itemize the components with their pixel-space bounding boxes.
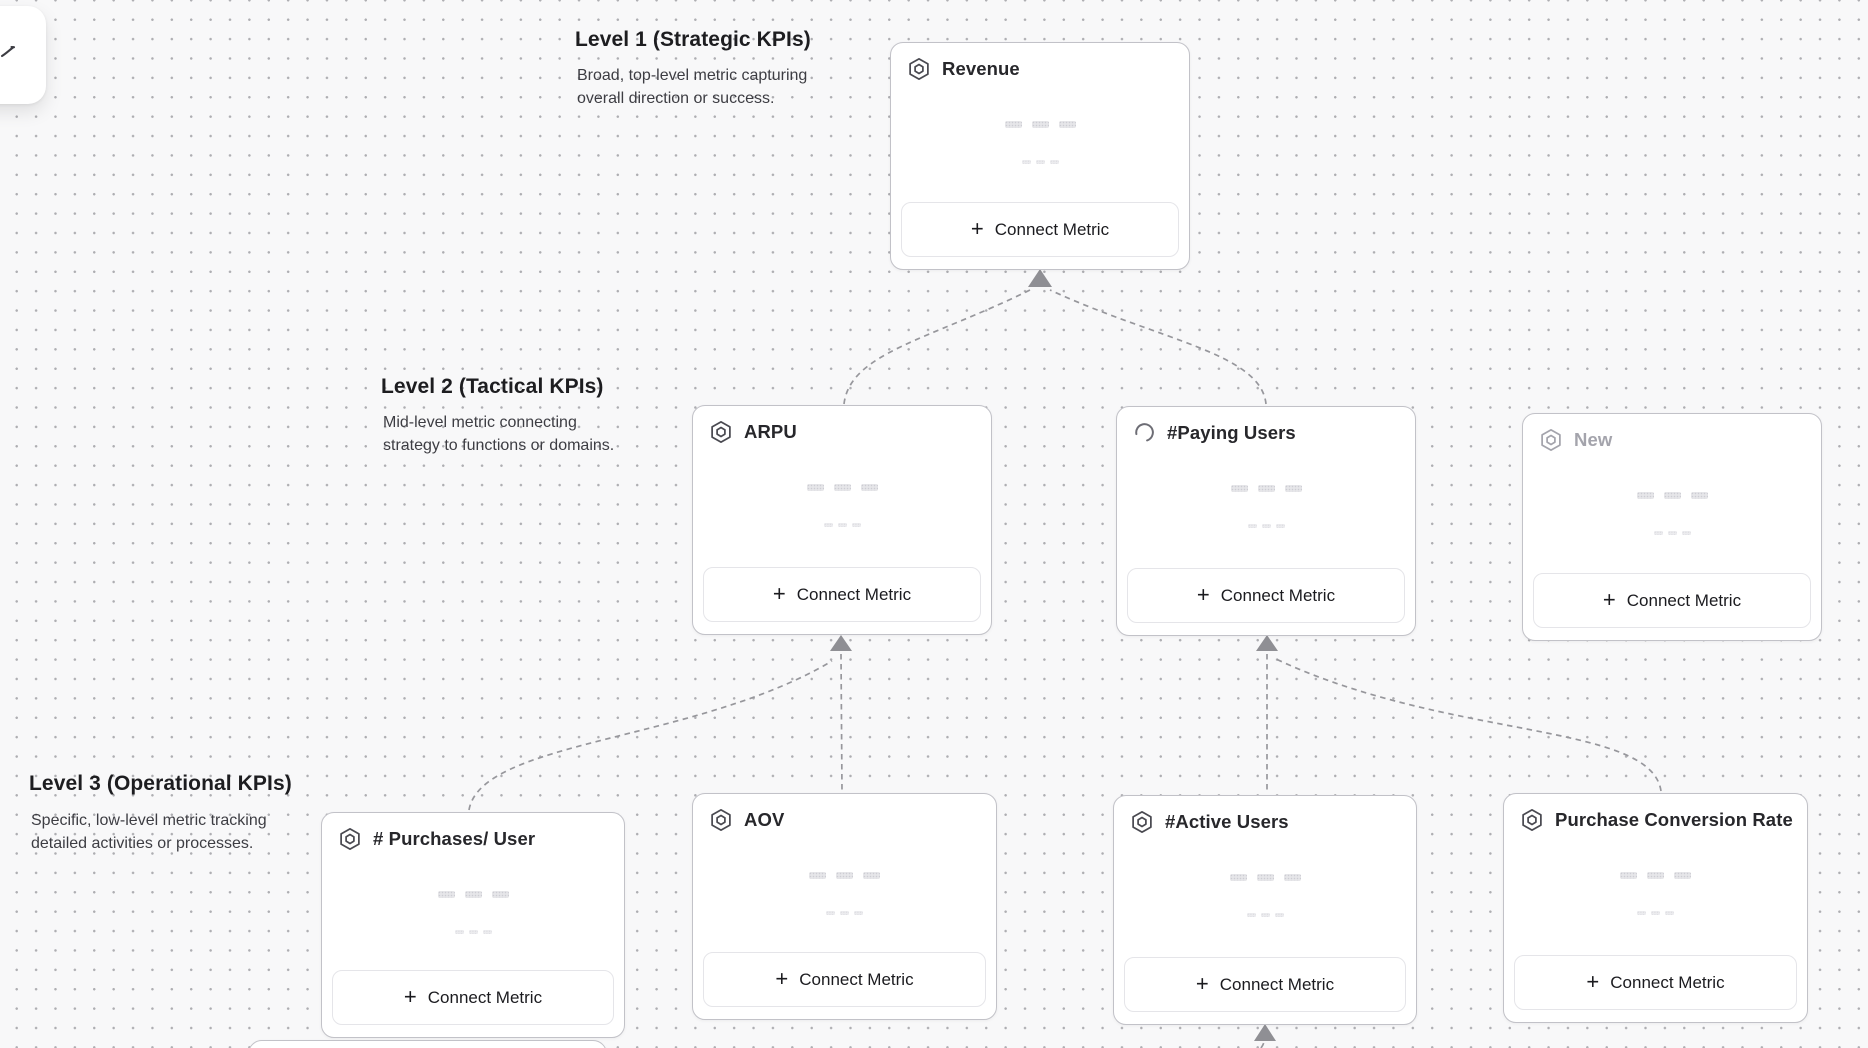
cursor-tool-icon[interactable] <box>0 42 18 62</box>
arrowhead-arpu <box>830 635 852 651</box>
plus-icon: + <box>1586 968 1600 994</box>
hexagon-metric-icon <box>909 57 929 81</box>
metric-card-revenue[interactable]: Revenue + Connect Metric <box>890 42 1190 270</box>
skeleton-row <box>1114 874 1416 881</box>
skeleton-row <box>1504 911 1807 915</box>
level-1-title: Level 1 (Strategic KPIs) <box>575 28 811 51</box>
card-title: Purchase Conversion Rate <box>1555 809 1793 830</box>
skeleton-row <box>322 930 624 934</box>
skeleton-row <box>1117 485 1415 492</box>
level-2-title: Level 2 (Tactical KPIs) <box>381 375 604 398</box>
metric-card-new[interactable]: New + Connect Metric <box>1522 413 1822 641</box>
card-title: # Purchases/ User <box>373 828 536 849</box>
plus-icon: + <box>1195 970 1209 996</box>
metric-card-active-users[interactable]: #Active Users + Connect Metric <box>1113 795 1417 1025</box>
skeleton-row <box>693 484 991 491</box>
card-title: New <box>1574 429 1613 450</box>
card-title: #Active Users <box>1165 811 1289 832</box>
connect-metric-label: Connect Metric <box>1610 972 1725 992</box>
hexagon-metric-icon <box>711 420 731 444</box>
edge-payingusers-to-revenue <box>1049 289 1267 405</box>
edge-purchases-to-arpu <box>468 660 833 811</box>
connect-metric-button[interactable]: + Connect Metric <box>703 952 986 1007</box>
loading-spinner-icon <box>1135 423 1154 442</box>
card-title: #Paying Users <box>1167 421 1296 443</box>
connect-metric-button[interactable]: + Connect Metric <box>1127 568 1405 623</box>
connect-metric-button[interactable]: + Connect Metric <box>1533 573 1811 628</box>
connect-metric-label: Connect Metric <box>799 969 914 989</box>
metric-card-aov[interactable]: AOV + Connect Metric <box>692 793 997 1020</box>
metric-card-paying-users[interactable]: #Paying Users + Connect Metric <box>1116 406 1416 636</box>
skeleton-row <box>891 160 1189 164</box>
plus-icon: + <box>970 215 984 241</box>
arrowhead-activeusers <box>1254 1024 1276 1041</box>
skeleton-row <box>693 523 991 527</box>
connect-metric-button[interactable]: + Connect Metric <box>901 202 1179 257</box>
connect-metric-label: Connect Metric <box>1220 585 1336 605</box>
connect-metric-button[interactable]: + Connect Metric <box>332 970 614 1025</box>
connect-metric-label: Connect Metric <box>427 987 543 1007</box>
floating-toolbar <box>0 6 46 104</box>
edge-aov-to-arpu <box>840 653 843 793</box>
connect-metric-button[interactable]: + Connect Metric <box>1124 957 1406 1012</box>
metric-card-purchase-conversion-rate[interactable]: Purchase Conversion Rate + Connect Metri… <box>1503 793 1808 1023</box>
plus-icon: + <box>775 965 789 991</box>
connect-metric-label: Connect Metric <box>1626 590 1742 610</box>
hexagon-metric-icon <box>340 827 360 851</box>
metric-card-arpu[interactable]: ARPU + Connect Metric <box>692 405 992 635</box>
plus-icon: + <box>772 580 786 606</box>
connect-metric-button[interactable]: + Connect Metric <box>703 567 981 622</box>
skeleton-row <box>1523 492 1821 499</box>
hexagon-metric-icon <box>1522 808 1542 832</box>
arrowhead-payingusers <box>1256 635 1278 651</box>
skeleton-row <box>1523 531 1821 535</box>
plus-icon: + <box>403 983 417 1009</box>
skeleton-row <box>1114 913 1416 917</box>
card-title: Revenue <box>942 58 1020 79</box>
edge-pcr-to-payingusers <box>1275 658 1662 792</box>
skeleton-row <box>693 911 996 915</box>
level-3-title: Level 3 (Operational KPIs) <box>29 772 292 795</box>
hexagon-metric-icon <box>711 808 731 832</box>
card-title: ARPU <box>744 421 797 442</box>
card-title: AOV <box>744 809 785 830</box>
hexagon-metric-icon <box>1541 428 1561 452</box>
skeleton-row <box>1504 872 1807 879</box>
skeleton-row <box>322 891 624 898</box>
connect-metric-button[interactable]: + Connect Metric <box>1514 955 1797 1010</box>
connect-metric-label: Connect Metric <box>796 584 912 604</box>
edge-arpu-to-revenue <box>843 289 1031 405</box>
arrowhead-revenue <box>1028 269 1052 287</box>
connect-metric-label: Connect Metric <box>994 219 1110 239</box>
hexagon-metric-icon <box>1132 810 1152 834</box>
plus-icon: + <box>1196 581 1210 607</box>
skeleton-row <box>1117 524 1415 528</box>
metric-card-partial[interactable] <box>248 1040 607 1048</box>
plus-icon: + <box>1602 586 1616 612</box>
skeleton-row <box>891 121 1189 128</box>
connect-metric-label: Connect Metric <box>1219 974 1335 994</box>
skeleton-row <box>693 872 996 879</box>
metric-card-purchases-per-user[interactable]: # Purchases/ User + Connect Metric <box>321 812 625 1038</box>
edge-bottom-to-activeusers <box>1260 1040 1265 1048</box>
